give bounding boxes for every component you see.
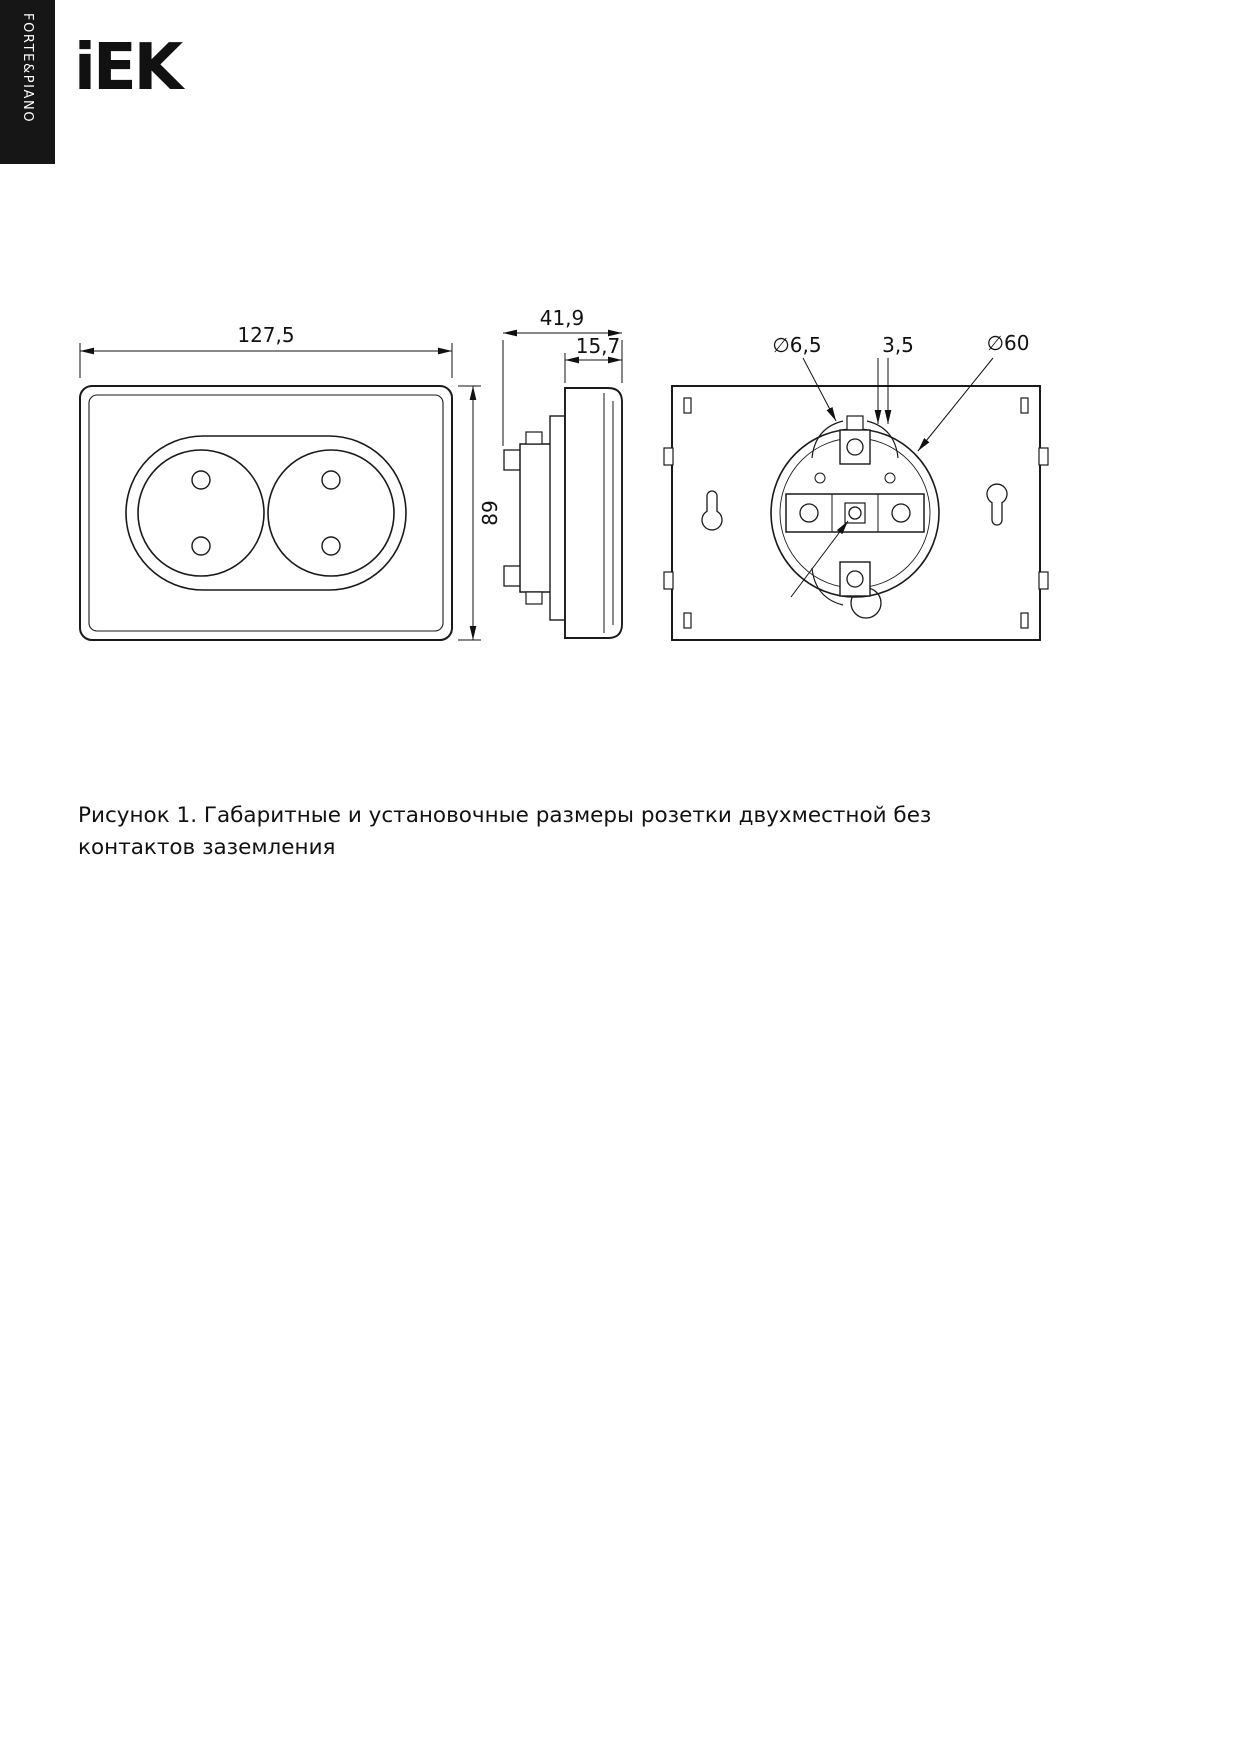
side-dimension-lines — [502, 329, 623, 446]
back-plate-outline — [671, 385, 1041, 641]
side-mechanism-tab-top — [525, 431, 543, 445]
bottom-claw-wing-left — [811, 567, 844, 606]
plate-detail-hole-left — [814, 472, 826, 484]
front-view-drawing — [79, 385, 453, 641]
top-claw-wing-right — [866, 420, 899, 459]
corner-slot-bottom-right — [1020, 612, 1029, 629]
bottom-claw-bracket — [839, 561, 871, 597]
dim-back-box-dia: ∅60 — [987, 331, 1030, 355]
dim-side-plate-depth: 15,7 — [576, 334, 621, 358]
center-screw — [848, 506, 862, 520]
dim-front-height: 89 — [478, 500, 502, 525]
socket-left-circle — [137, 449, 265, 577]
socket-left-hole-bottom — [191, 536, 211, 556]
edge-tab-left-upper — [663, 447, 674, 466]
top-claw-wing-left — [811, 420, 844, 459]
iek-logo: iEK — [74, 31, 183, 105]
technical-drawing: 127,5 89 41,9 15,7 — [79, 306, 1049, 641]
center-screw-frame — [844, 502, 866, 524]
corner-slot-top-left — [683, 397, 692, 414]
front-plate-inner-line — [88, 394, 444, 632]
dim-side-total-depth: 41,9 — [540, 306, 585, 330]
keyhole-right — [986, 483, 1008, 526]
side-cover-plate — [564, 387, 623, 639]
back-dimension-lines — [802, 357, 994, 452]
side-view-drawing — [503, 387, 623, 639]
back-view-drawing — [663, 385, 1049, 641]
side-mechanism-tab-bottom — [525, 591, 543, 605]
socket-left-hole-top — [191, 470, 211, 490]
edge-tab-right-lower — [1038, 571, 1049, 590]
side-mechanism-body — [519, 443, 553, 593]
top-claw-tab — [846, 415, 864, 431]
dim-back-screw-hole: ∅6,5 — [772, 333, 821, 357]
side-flange — [549, 415, 566, 621]
series-label: FORTE&PIANO — [20, 13, 35, 124]
edge-tab-right-upper — [1038, 447, 1049, 466]
dim-front-width: 127,5 — [237, 323, 294, 347]
center-leader-line — [790, 520, 849, 598]
front-plate-outline — [79, 385, 453, 641]
socket-stadium-outline — [125, 435, 407, 591]
series-sidebar: FORTE&PIANO — [0, 0, 55, 164]
socket-right-hole-top — [321, 470, 341, 490]
corner-slot-top-right — [1020, 397, 1029, 414]
dim-back-claw-gap: 3,5 — [882, 333, 914, 357]
top-claw-screw — [846, 438, 864, 456]
plate-detail-hole-right — [884, 472, 896, 484]
top-claw-bracket — [839, 429, 871, 465]
bottom-claw-screw — [846, 570, 864, 588]
hole-dia-leader — [802, 357, 837, 422]
socket-right-hole-bottom — [321, 536, 341, 556]
terminal-screw-left — [799, 503, 819, 523]
front-dimension-lines — [79, 343, 481, 641]
corner-slot-bottom-left — [683, 612, 692, 629]
keyhole-left — [701, 490, 723, 531]
figure-caption: Рисунок 1. Габаритные и установочные раз… — [78, 803, 932, 861]
socket-right-circle — [267, 449, 395, 577]
terminal-strip — [785, 493, 925, 533]
terminal-screw-right — [891, 503, 911, 523]
box-dia-leader — [917, 357, 994, 452]
edge-tab-left-lower — [663, 571, 674, 590]
